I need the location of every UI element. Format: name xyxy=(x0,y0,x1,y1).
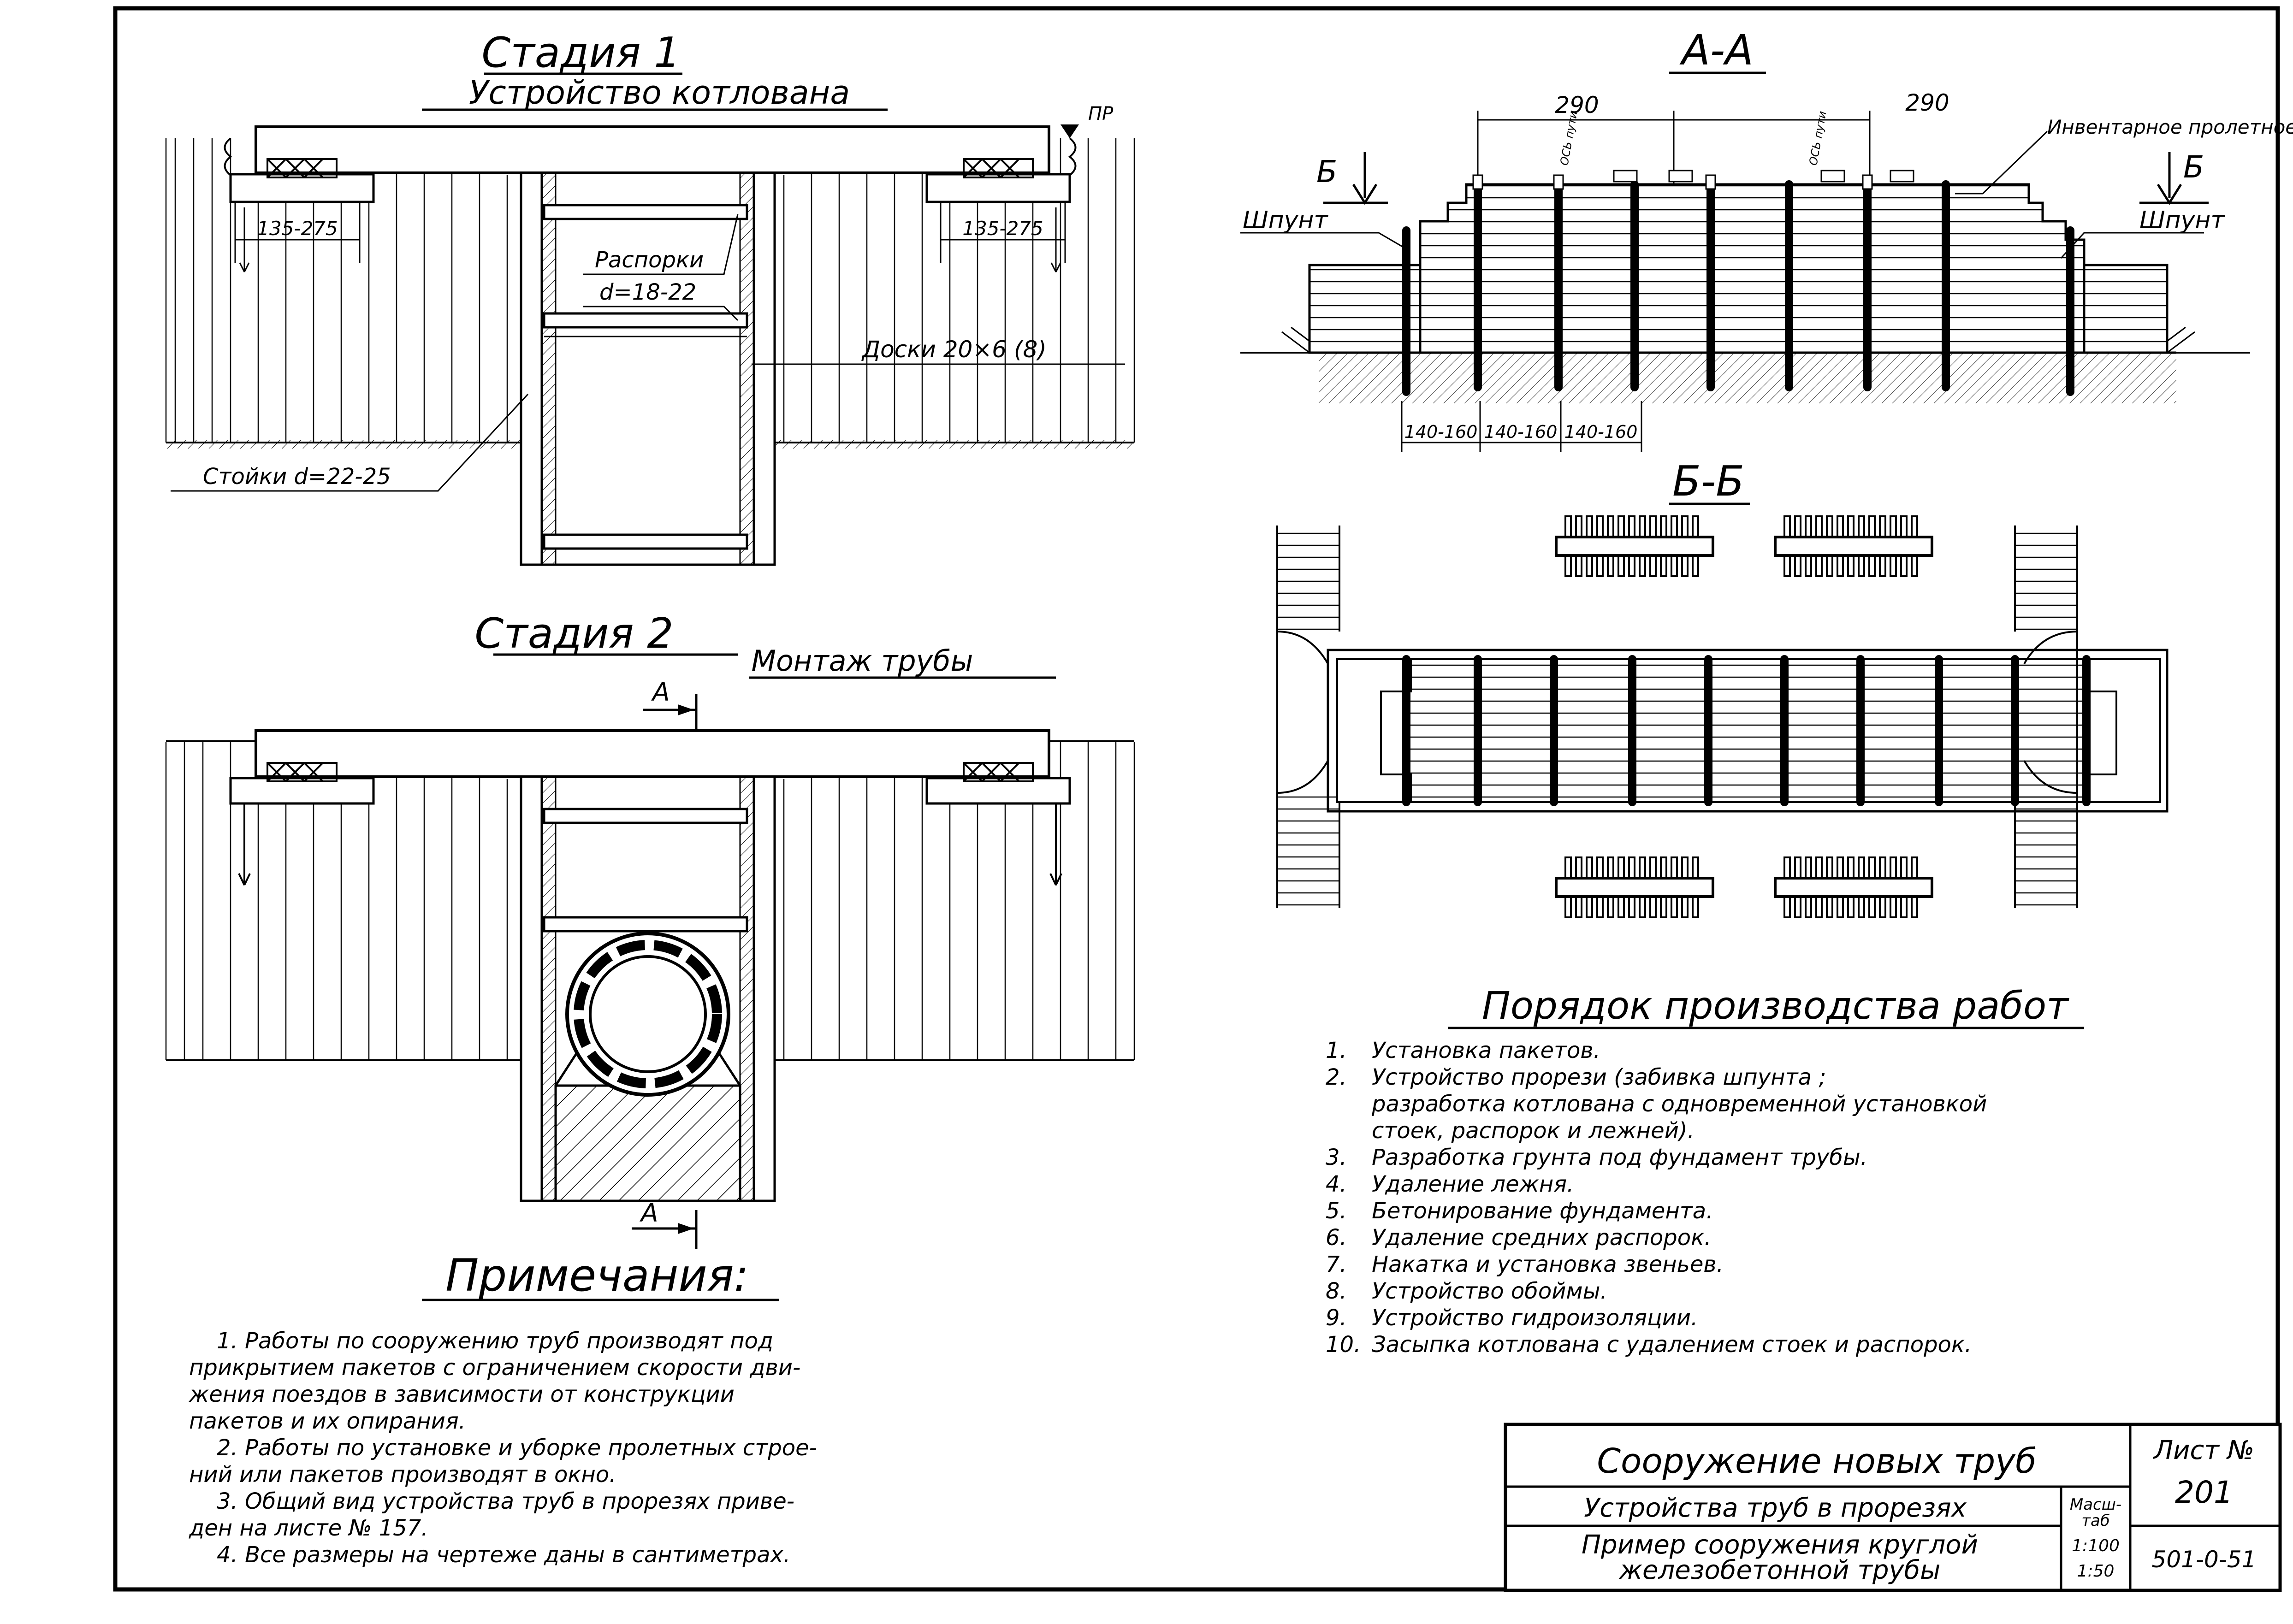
title-scale-2: 1:50 xyxy=(2077,1562,2115,1581)
aa-bottom-dim: 140-160 xyxy=(1484,422,1558,442)
works-item-text: разработка котлована с одновременной уст… xyxy=(1371,1091,1987,1117)
works-item-text: Удаление средних распорок. xyxy=(1372,1225,1711,1251)
aa-dim-1: 290 xyxy=(1555,92,1599,118)
title-scale-label-2: таб xyxy=(2081,1512,2110,1530)
works-item-number: 9. xyxy=(1326,1305,1347,1331)
stage-1-boards-label: Доски 20×6 (8) xyxy=(861,336,1047,363)
works-item-number: 2. xyxy=(1326,1064,1347,1090)
works-item-number: 1. xyxy=(1326,1038,1347,1063)
works-item-text: Бетонирование фундамента. xyxy=(1372,1198,1713,1224)
title-sheet-label: Лист № xyxy=(2153,1435,2254,1465)
aa-sheet-pile-right: Шпунт xyxy=(2139,207,2225,234)
sleeper-packet xyxy=(1555,515,1714,577)
works-order-block: Порядок производства работ 1. Установка п… xyxy=(1326,984,2084,1358)
sleeper-packet xyxy=(1774,515,1933,577)
section-a-a-title: А-А xyxy=(1679,26,1754,75)
section-b-b: Б-Б xyxy=(1276,457,2169,918)
stage-1-struts-diameter: d=18-22 xyxy=(599,279,696,305)
stage-1-struts-label: Распорки xyxy=(595,247,704,273)
note-line: 2. Работы по установке и уборке пролетны… xyxy=(217,1435,817,1461)
aa-dim-2: 290 xyxy=(1905,89,1949,116)
sleeper-packet xyxy=(1555,856,1714,918)
section-a-a: А-А 290 290 xyxy=(1240,26,2293,452)
note-line: прикрытием пакетов с ограничением скорос… xyxy=(189,1355,800,1381)
section-b-b-title: Б-Б xyxy=(1672,457,1744,506)
title-sheet-number: 201 xyxy=(2175,1475,2233,1510)
aa-bottom-dim: 140-160 xyxy=(1564,422,1638,442)
works-item-text: Устройство обоймы. xyxy=(1372,1278,1607,1304)
sheet-frame xyxy=(113,6,2280,1592)
note-line: пакетов и их опирания. xyxy=(189,1408,466,1434)
works-item-text: Устройство гидроизоляции. xyxy=(1372,1305,1698,1331)
works-item-text: Удаление лежня. xyxy=(1372,1171,1574,1197)
works-item-text: Разработка грунта под фундамент трубы. xyxy=(1372,1145,1867,1170)
stage-2-cut-mark-top: А xyxy=(651,677,670,707)
stage-2-cut-mark-bottom: А xyxy=(640,1198,658,1228)
works-item-text: Засыпка котлована с удалением стоек и ра… xyxy=(1372,1332,1972,1358)
works-item-number: 8. xyxy=(1326,1278,1347,1304)
works-item-text: Установка пакетов. xyxy=(1372,1038,1600,1063)
stage-2-title: Стадия 2 xyxy=(474,609,673,658)
bb-packets xyxy=(1555,515,1933,918)
aa-bottom-dim: 140-160 xyxy=(1404,422,1478,442)
note-line: 3. Общий вид устройства труб в прорезях … xyxy=(217,1488,794,1514)
works-item-text: Накатка и установка звеньев. xyxy=(1372,1252,1724,1277)
works-item-text: стоек, распорок и лежней). xyxy=(1372,1118,1695,1144)
title-sub2-line1: Пример сооружения круглой xyxy=(1582,1530,1978,1560)
works-item-number: 3. xyxy=(1326,1145,1347,1170)
title-block: Сооружение новых труб Устройства труб в … xyxy=(1504,1423,2282,1592)
stage-2-subtitle: Монтаж трубы xyxy=(752,644,973,678)
title-sub1: Устройства труб в прорезях xyxy=(1584,1493,1967,1523)
note-line: ний или пакетов производят в окно. xyxy=(189,1462,616,1488)
title-sub2-line2: железобетонной трубы xyxy=(1618,1555,1941,1585)
works-item-number: 7. xyxy=(1326,1252,1347,1277)
works-item-number: 5. xyxy=(1326,1198,1347,1224)
stage-1-pr-label: ПР xyxy=(1088,103,1114,124)
stage-1-subtitle: Устройство котлована xyxy=(469,74,850,112)
notes-block: Примечания: 1. Работы по сооружению труб… xyxy=(189,1250,817,1568)
title-code: 501-0-51 xyxy=(2152,1546,2257,1573)
title-main: Сооружение новых труб xyxy=(1597,1441,2036,1481)
works-item-text: Устройство прорези (забивка шпунта ; xyxy=(1372,1064,1826,1090)
stage-1-dim-right: 135-275 xyxy=(962,217,1043,240)
aa-rail-label-text: Инвентарное пролетное строение xyxy=(2047,116,2293,138)
aa-sheet-pile-left: Шпунт xyxy=(1243,207,1328,234)
stage-1-title: Стадия 1 xyxy=(481,29,680,77)
note-line: жения поездов в зависимости от конструкц… xyxy=(189,1382,735,1407)
stage-1-posts-label: Стойки d=22-25 xyxy=(203,464,391,490)
stage-1-drawing: Стадия 1 Устройство котлована ПР xyxy=(165,29,1135,566)
notes-title: Примечания: xyxy=(445,1250,749,1301)
works-item-number: 6. xyxy=(1326,1225,1347,1251)
stage-2-drawing: Стадия 2 Монтаж трубы А xyxy=(165,609,1135,1249)
aa-mark-b-right: Б xyxy=(2183,149,2204,185)
aa-rail-label: Инвентарное пролетное строение xyxy=(2047,116,2293,138)
title-scale-1: 1:100 xyxy=(2072,1536,2120,1555)
title-scale-label-1: Масш- xyxy=(2070,1495,2121,1514)
note-line: ден на листе № 157. xyxy=(189,1515,428,1541)
aa-mark-b-left: Б xyxy=(1316,154,1337,189)
works-item-number: 10. xyxy=(1326,1332,1361,1358)
note-line: 1. Работы по сооружению труб производят … xyxy=(217,1328,773,1354)
stage-1-dim-left: 135-275 xyxy=(257,217,338,240)
note-line: 4. Все размеры на чертеже даны в сантиме… xyxy=(217,1542,790,1568)
aa-small-label-a: ОСЬ пути xyxy=(1558,110,1580,166)
aa-small-label-b: ОСЬ пути xyxy=(1807,110,1829,166)
works-title: Порядок производства работ xyxy=(1482,984,2069,1028)
sleeper-packet xyxy=(1774,856,1933,918)
works-item-number: 4. xyxy=(1326,1171,1347,1197)
